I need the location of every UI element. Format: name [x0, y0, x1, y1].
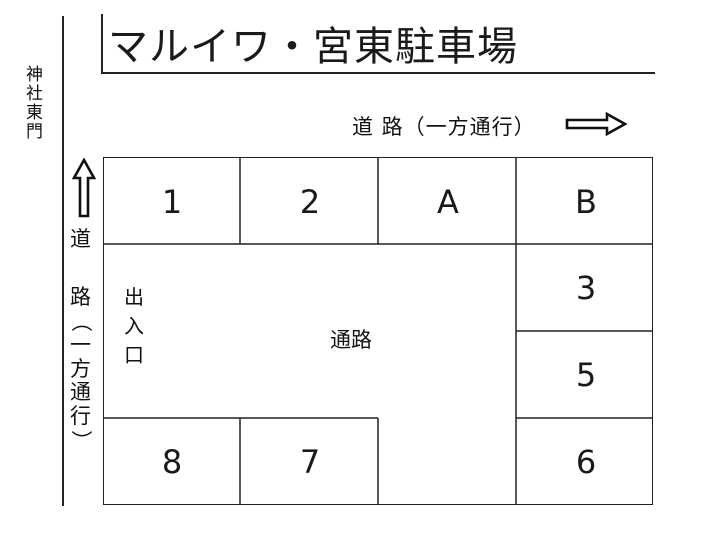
left-road-char: 通 — [70, 380, 91, 405]
left-road-char: 路 — [70, 284, 91, 309]
left-road-close-paren: ） — [69, 430, 93, 452]
passage-label: 通路 — [330, 328, 372, 352]
parking-space-7: 7 — [299, 443, 321, 481]
entrance-char: 入 — [124, 314, 144, 338]
parking-space-8: 8 — [161, 443, 183, 481]
left-road-char: 方 — [70, 356, 91, 381]
top-road-label: 道 路（一方通行） — [352, 115, 536, 139]
page-title: マルイワ・宮東駐車場 — [108, 24, 518, 70]
shrine-char: 神 — [26, 65, 43, 85]
shrine-char: 社 — [26, 84, 43, 105]
outline-arrow-right-icon — [565, 112, 627, 136]
left-road-char: 一 — [70, 333, 91, 358]
entrance-char: 出 — [124, 285, 144, 309]
parking-space-2: 2 — [299, 183, 321, 221]
parking-grid-lines — [102, 156, 653, 505]
parking-space-6: 6 — [575, 443, 597, 481]
entrance-exit-label: 出 入 口 — [124, 283, 144, 370]
parking-space-1: 1 — [161, 183, 183, 221]
parking-space-b: B — [575, 183, 597, 221]
left-road-open-paren: （ — [69, 311, 93, 333]
entrance-char: 口 — [124, 343, 144, 367]
parking-space-a: A — [437, 183, 459, 221]
left-road-label: 道 路 （ 一 方 通 行 ） — [69, 227, 93, 453]
title-underline — [101, 72, 655, 74]
parking-lot: 1 2 A B 3 5 6 8 7 — [102, 156, 653, 505]
parking-space-5: 5 — [575, 356, 597, 394]
shrine-char: 東 — [26, 103, 43, 124]
title-divider-vertical — [101, 14, 103, 72]
outline-arrow-up-icon — [72, 158, 96, 218]
shrine-char: 門 — [26, 122, 43, 143]
left-road-edge-line — [62, 16, 64, 506]
left-road-char: 行 — [70, 403, 91, 428]
parking-space-3: 3 — [575, 269, 597, 307]
left-road-char: 道 — [70, 227, 91, 251]
shrine-east-gate-label: 神 社 東 門 — [26, 65, 43, 143]
